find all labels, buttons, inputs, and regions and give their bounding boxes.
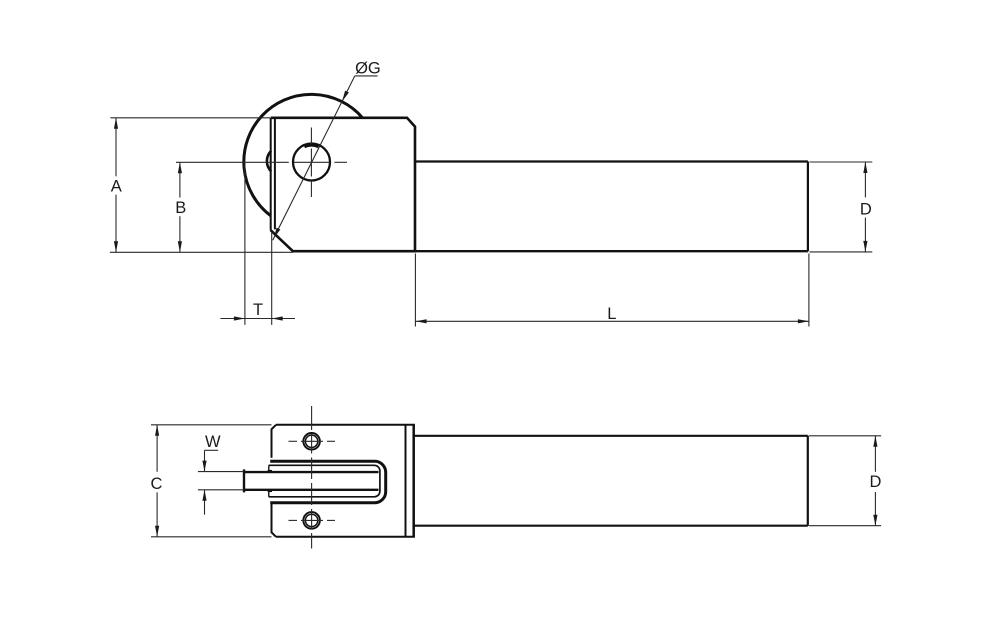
svg-text:B: B (175, 199, 186, 217)
svg-text:A: A (111, 177, 122, 195)
svg-text:L: L (607, 305, 616, 323)
svg-text:C: C (150, 475, 162, 493)
svg-text:T: T (253, 301, 263, 319)
svg-text:W: W (205, 433, 221, 451)
svg-text:D: D (869, 473, 881, 491)
svg-text:ØG: ØG (355, 59, 381, 77)
svg-text:D: D (860, 200, 872, 218)
